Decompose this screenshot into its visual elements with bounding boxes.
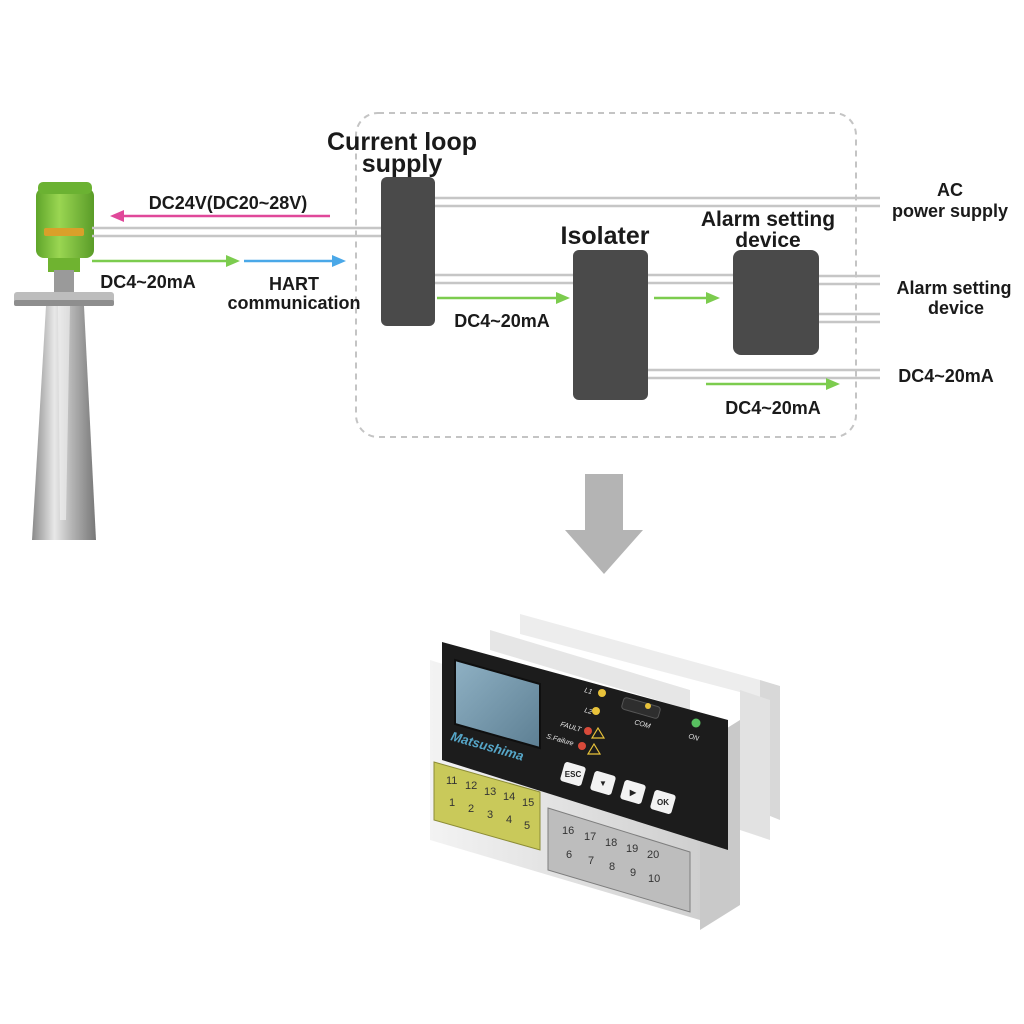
dc24v-label: DC24V(DC20~28V) — [149, 193, 308, 213]
current-loop-supply-block — [381, 177, 435, 326]
svg-text:15: 15 — [522, 797, 534, 809]
alarm-setting-device-right-label-2: device — [928, 298, 984, 318]
svg-text:10: 10 — [648, 873, 660, 885]
indicator-l1-led — [598, 689, 606, 697]
isolater-label: Isolater — [561, 222, 650, 250]
esc-button[interactable]: ESC — [560, 761, 587, 786]
svg-text:7: 7 — [588, 855, 594, 867]
indicator-l2-led — [592, 707, 600, 715]
svg-text:6: 6 — [566, 849, 572, 861]
svg-text:1: 1 — [449, 797, 455, 809]
indicator-l1-label: L1 — [583, 687, 593, 696]
current-loop-supply-label-1: Current loop — [327, 128, 477, 156]
alarm-setting-device-top-label-1: Alarm setting — [701, 208, 835, 231]
terminals-left-top: 11 12 13 14 15 — [446, 775, 534, 809]
svg-text:▼: ▼ — [599, 779, 607, 788]
dc4-20ma-bottom-label: DC4~20mA — [725, 398, 821, 418]
lcd-screen — [454, 658, 541, 750]
right-button[interactable]: ▶ — [620, 779, 647, 804]
signal-arrow-left — [92, 255, 240, 267]
ac-label-1: AC — [937, 180, 963, 200]
wires — [92, 196, 880, 380]
dc4-20ma-right-label: DC4~20mA — [898, 366, 994, 386]
down-arrow-icon — [565, 474, 643, 574]
svg-text:ESC: ESC — [565, 770, 582, 779]
on-label: ON — [687, 733, 700, 743]
radar-level-sensor — [14, 182, 114, 540]
svg-text:13: 13 — [484, 786, 496, 798]
terminals-left-bottom: 1 2 3 4 5 — [449, 797, 530, 832]
dc4-20ma-mid-label: DC4~20mA — [454, 311, 550, 331]
hart-label-2: communication — [227, 293, 360, 313]
svg-text:11: 11 — [446, 775, 457, 787]
svg-text:14: 14 — [503, 791, 515, 803]
hart-label-1: HART — [269, 274, 319, 294]
svg-text:8: 8 — [609, 861, 615, 873]
com-port — [621, 697, 661, 719]
svg-text:12: 12 — [465, 780, 477, 792]
indicator-fault-led — [584, 727, 592, 735]
svg-text:16: 16 — [562, 825, 574, 837]
svg-text:19: 19 — [626, 843, 638, 855]
terminals-right-bottom: 6 7 8 9 10 — [566, 849, 660, 885]
indicator-l2-label: L2 — [583, 707, 593, 716]
svg-text:18: 18 — [605, 837, 617, 849]
svg-text:17: 17 — [584, 831, 596, 843]
ac-label-2: power supply — [892, 201, 1008, 221]
svg-text:9: 9 — [630, 867, 636, 879]
dc4-20ma-left-label: DC4~20mA — [100, 272, 196, 292]
svg-text:20: 20 — [647, 849, 659, 861]
current-loop-supply-label-2: supply — [362, 150, 443, 178]
svg-text:OK: OK — [657, 798, 669, 807]
indicator-sfailure-led — [578, 742, 586, 750]
terminals-right-top: 16 17 18 19 20 — [562, 825, 659, 861]
power-arrow — [110, 210, 330, 222]
alarm-setting-device-right-label-1: Alarm setting — [896, 278, 1011, 298]
terminal-block-left — [433, 761, 541, 851]
power-led — [691, 718, 701, 728]
svg-text:▶: ▶ — [629, 788, 637, 797]
isolater-block — [573, 250, 648, 400]
svg-text:4: 4 — [506, 814, 512, 826]
svg-text:2: 2 — [468, 803, 474, 815]
signal-arrow-isolater-alarm — [654, 292, 720, 304]
controller-device: Matsushima L1 L2 FAULT S.Failure COM ON … — [430, 614, 780, 930]
alarm-setting-device-block — [733, 250, 819, 355]
warning-icon — [590, 726, 606, 739]
terminal-block-right — [547, 807, 691, 913]
signal-arrow-bottom — [706, 378, 840, 390]
alarm-setting-device-top-label-2: device — [735, 229, 800, 252]
com-label: COM — [633, 719, 651, 730]
down-button[interactable]: ▼ — [590, 770, 617, 795]
svg-text:5: 5 — [524, 820, 530, 832]
ok-button[interactable]: OK — [650, 789, 677, 814]
hart-arrow — [244, 255, 346, 267]
signal-arrow-mid — [437, 292, 570, 304]
svg-text:3: 3 — [487, 809, 493, 821]
warning-icon — [586, 742, 602, 755]
